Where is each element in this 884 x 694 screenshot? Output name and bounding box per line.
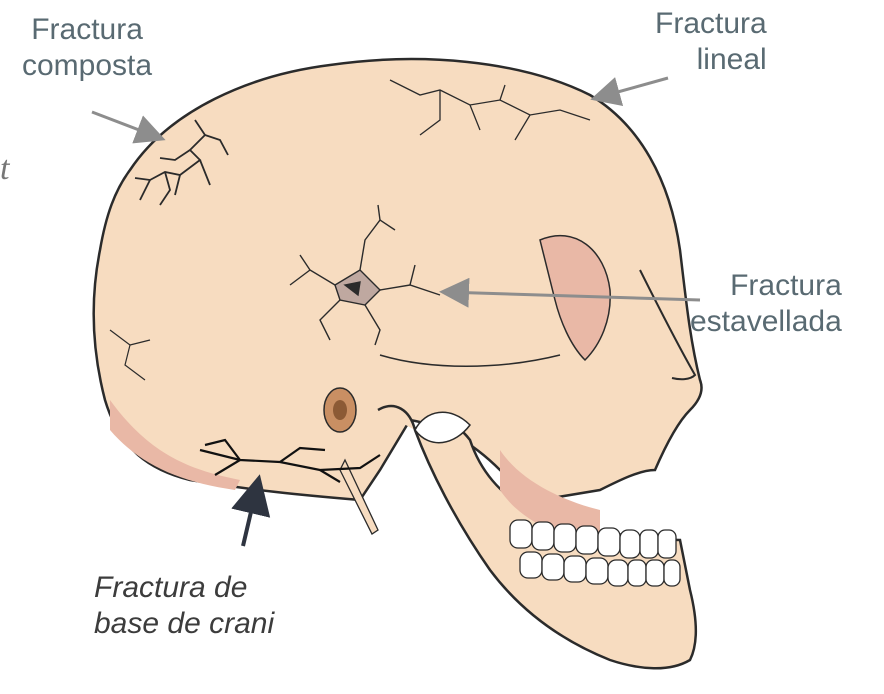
- label-depressed-fracture: Fractura estavellada: [690, 268, 842, 340]
- label-base-line1: Fractura de: [94, 570, 274, 606]
- arrow-linear: [596, 78, 668, 98]
- label-linear-line2: lineal: [655, 42, 767, 78]
- teeth: [510, 520, 680, 586]
- label-depressed-line1: Fractura: [690, 268, 842, 304]
- label-base-line2: base de crani: [94, 606, 274, 642]
- label-base-fracture: Fractura de base de crani: [94, 570, 274, 642]
- label-compound-fracture: Fractura composta: [22, 12, 152, 84]
- stray-glyph: t: [0, 150, 9, 188]
- arrow-compound: [92, 112, 160, 138]
- label-depressed-line2: estavellada: [690, 304, 842, 340]
- label-linear-line1: Fractura: [655, 6, 767, 42]
- label-compound-line1: Fractura: [22, 12, 152, 48]
- arrow-base: [243, 482, 258, 546]
- label-linear-fracture: Fractura lineal: [655, 6, 767, 78]
- cranium: [94, 59, 702, 500]
- label-compound-line2: composta: [22, 48, 152, 84]
